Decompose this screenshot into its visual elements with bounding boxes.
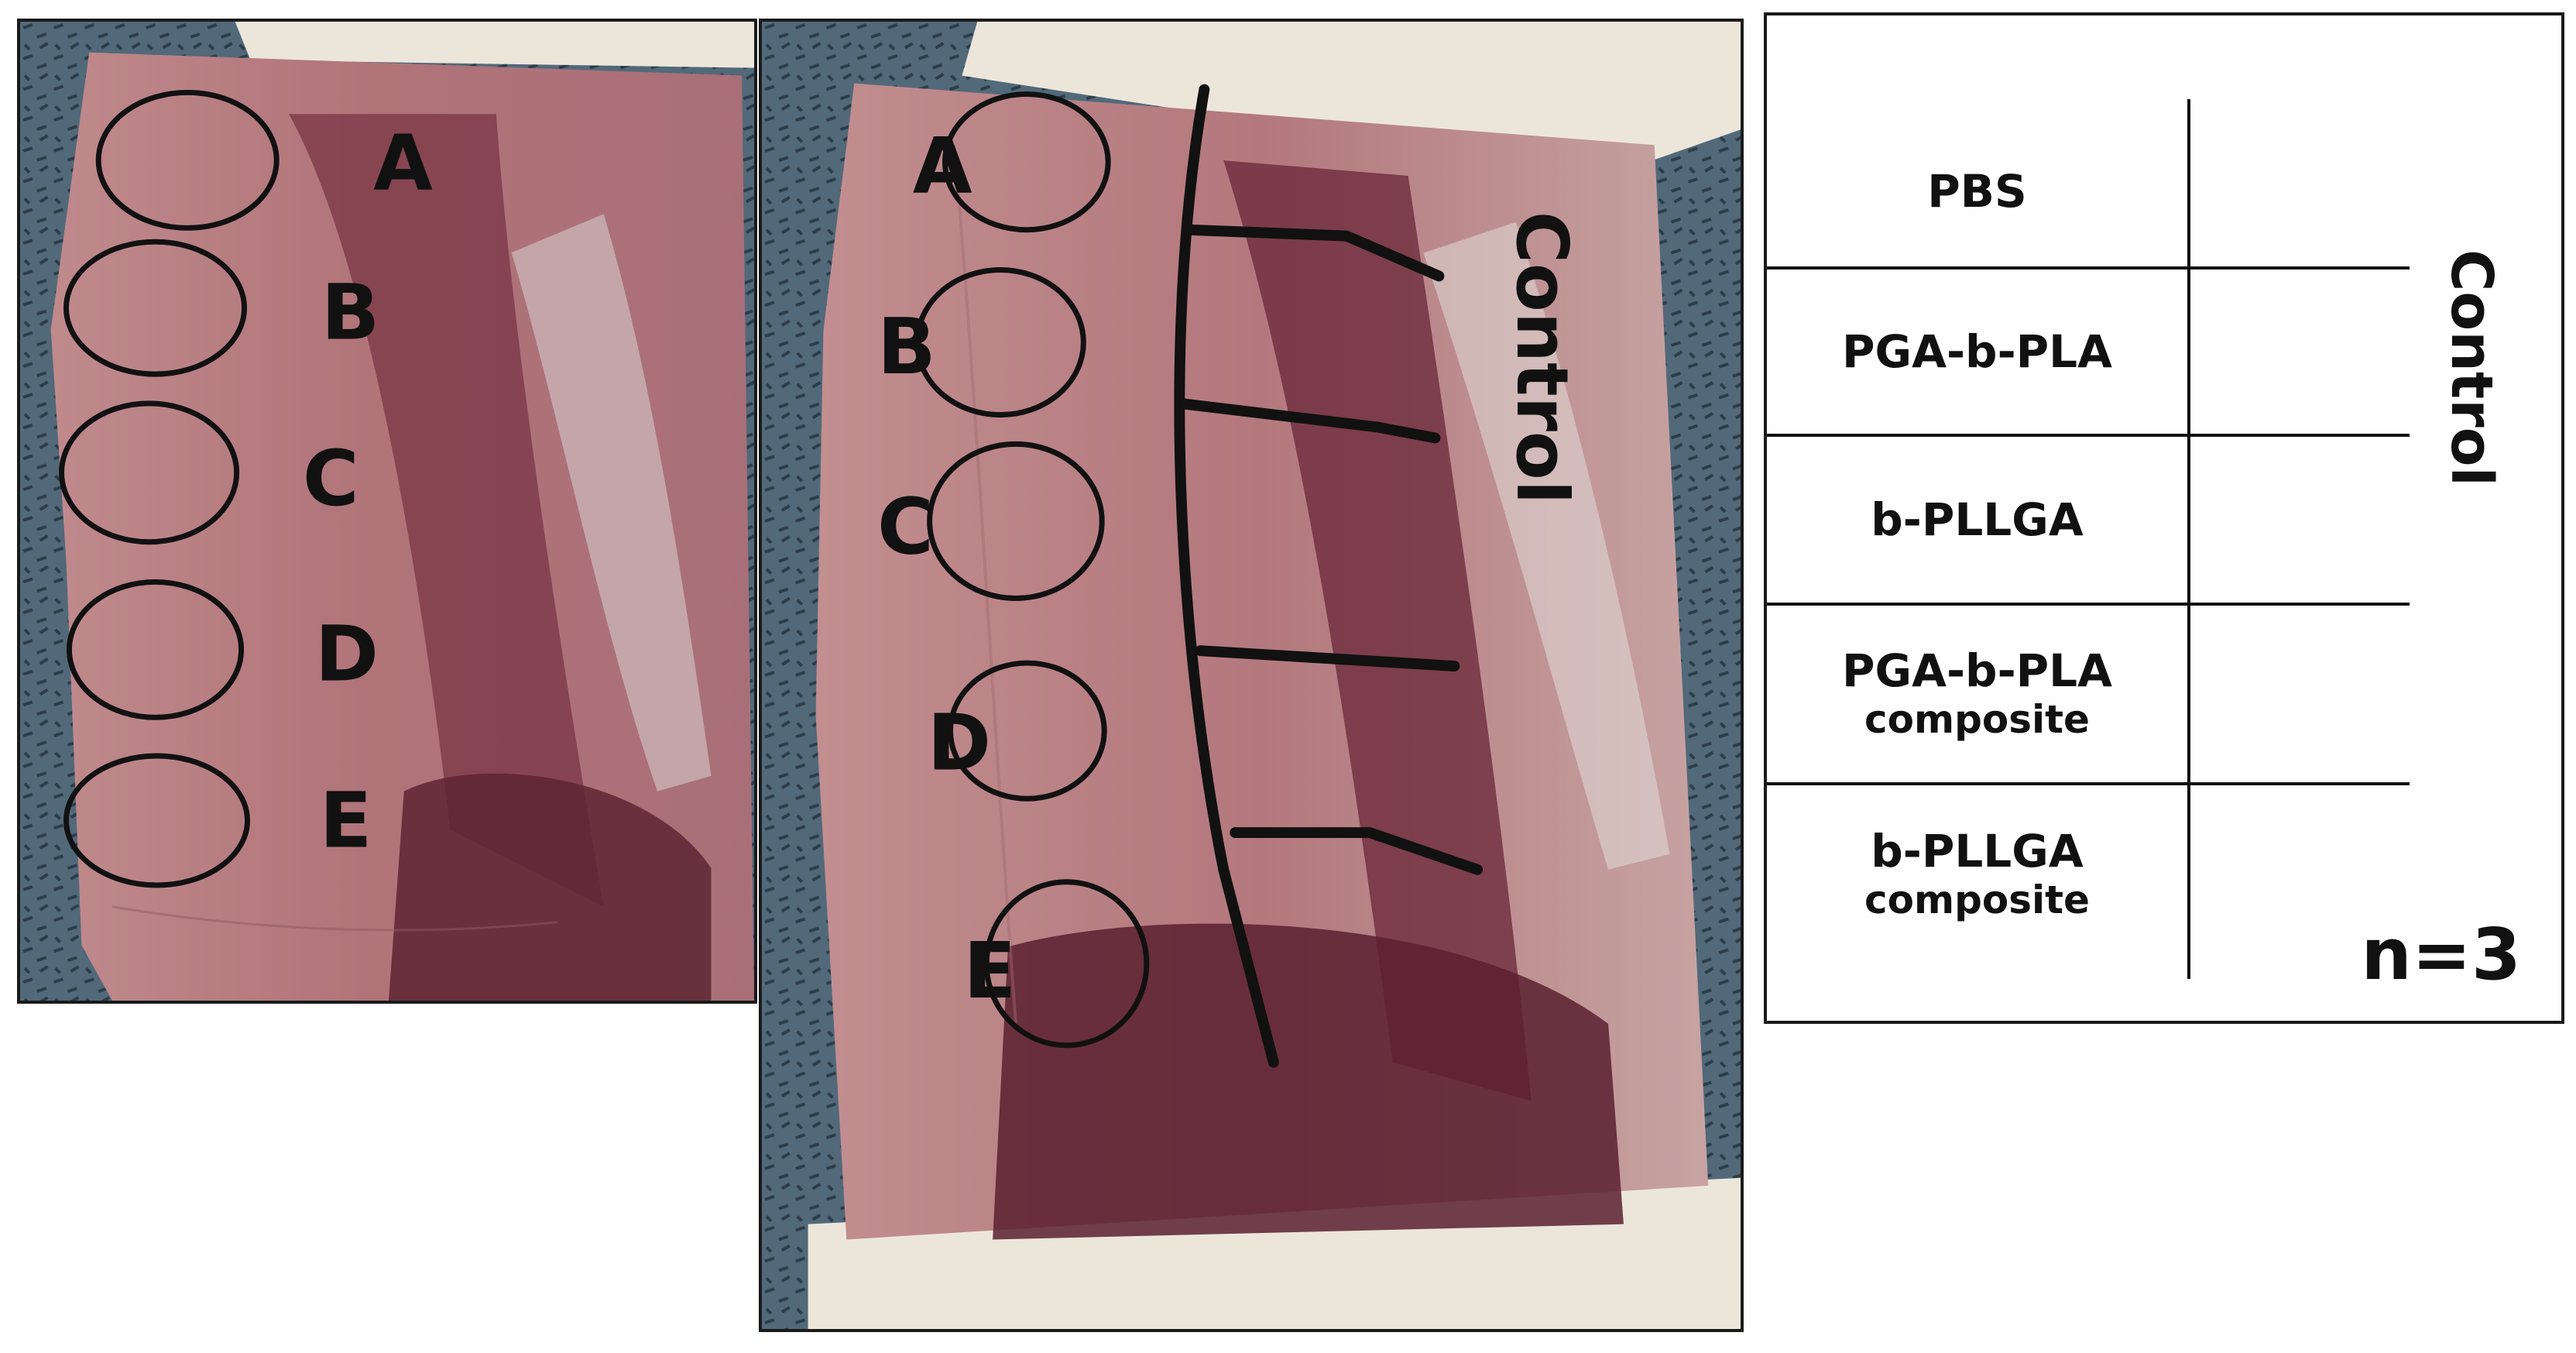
legend-row-d: PGA-b-PLA composite: [1767, 606, 2187, 782]
site-circle-a: [95, 89, 280, 231]
legend-row-main: b-PLLGA: [1871, 824, 2084, 877]
legend-row-main: PGA-b-PLA: [1841, 644, 2113, 697]
legend-divider: [1767, 782, 2410, 785]
site-label-c: C: [877, 483, 934, 572]
legend-divider-vertical: [2187, 99, 2190, 979]
site-circle-d: [66, 579, 245, 720]
legend-divider: [1767, 434, 2410, 437]
site-circle-b: [63, 239, 248, 377]
site-label-a: A: [913, 122, 972, 211]
treatment-legend: PBS PGA-b-PLA b-PLLGA PGA-b-PLA composit…: [1764, 12, 2564, 1024]
legend-row-sub: composite: [1864, 697, 2090, 743]
photo-control-label: Control: [1501, 211, 1583, 504]
site-label-c: C: [303, 434, 359, 524]
site-label-a: A: [373, 119, 433, 208]
site-circle-e: [63, 753, 250, 888]
site-circle-b: [914, 266, 1086, 418]
site-label-b: B: [877, 303, 936, 392]
sample-size-label: n=3: [2361, 913, 2521, 996]
site-label-e: E: [320, 776, 372, 865]
legend-divider: [1767, 266, 2410, 270]
legend-row-main: b-PLLGA: [1871, 493, 2084, 546]
site-circle-a: [942, 91, 1111, 233]
legend-row-c: b-PLLGA: [1767, 437, 2187, 603]
site-circle-c: [59, 400, 240, 545]
photo-left-panel: A B C D E: [17, 19, 757, 1004]
site-label-d: D: [928, 699, 991, 788]
tissue-photo-left: A B C D E: [20, 22, 754, 1001]
site-label-d: D: [315, 610, 379, 699]
incision-lines: [1174, 84, 1484, 1068]
legend-control-label: Control: [2438, 249, 2505, 486]
legend-divider: [1767, 603, 2410, 606]
legend-row-a: PBS: [1767, 116, 2187, 266]
site-circle-e: [983, 879, 1150, 1049]
photo-right-panel: A B C D E Control: [759, 19, 1744, 1332]
site-label-b: B: [321, 268, 380, 357]
legend-row-main: PBS: [1927, 164, 2027, 218]
legend-row-sub: composite: [1864, 877, 2090, 923]
site-circle-c: [927, 441, 1105, 601]
site-label-e: E: [963, 927, 1016, 1016]
legend-row-e: b-PLLGA composite: [1767, 785, 2187, 963]
legend-row-b: PGA-b-PLA: [1767, 270, 2187, 434]
tissue-photo-right: A B C D E Control: [762, 22, 1741, 1329]
legend-row-main: PGA-b-PLA: [1841, 325, 2113, 378]
site-circle-d: [947, 660, 1107, 802]
